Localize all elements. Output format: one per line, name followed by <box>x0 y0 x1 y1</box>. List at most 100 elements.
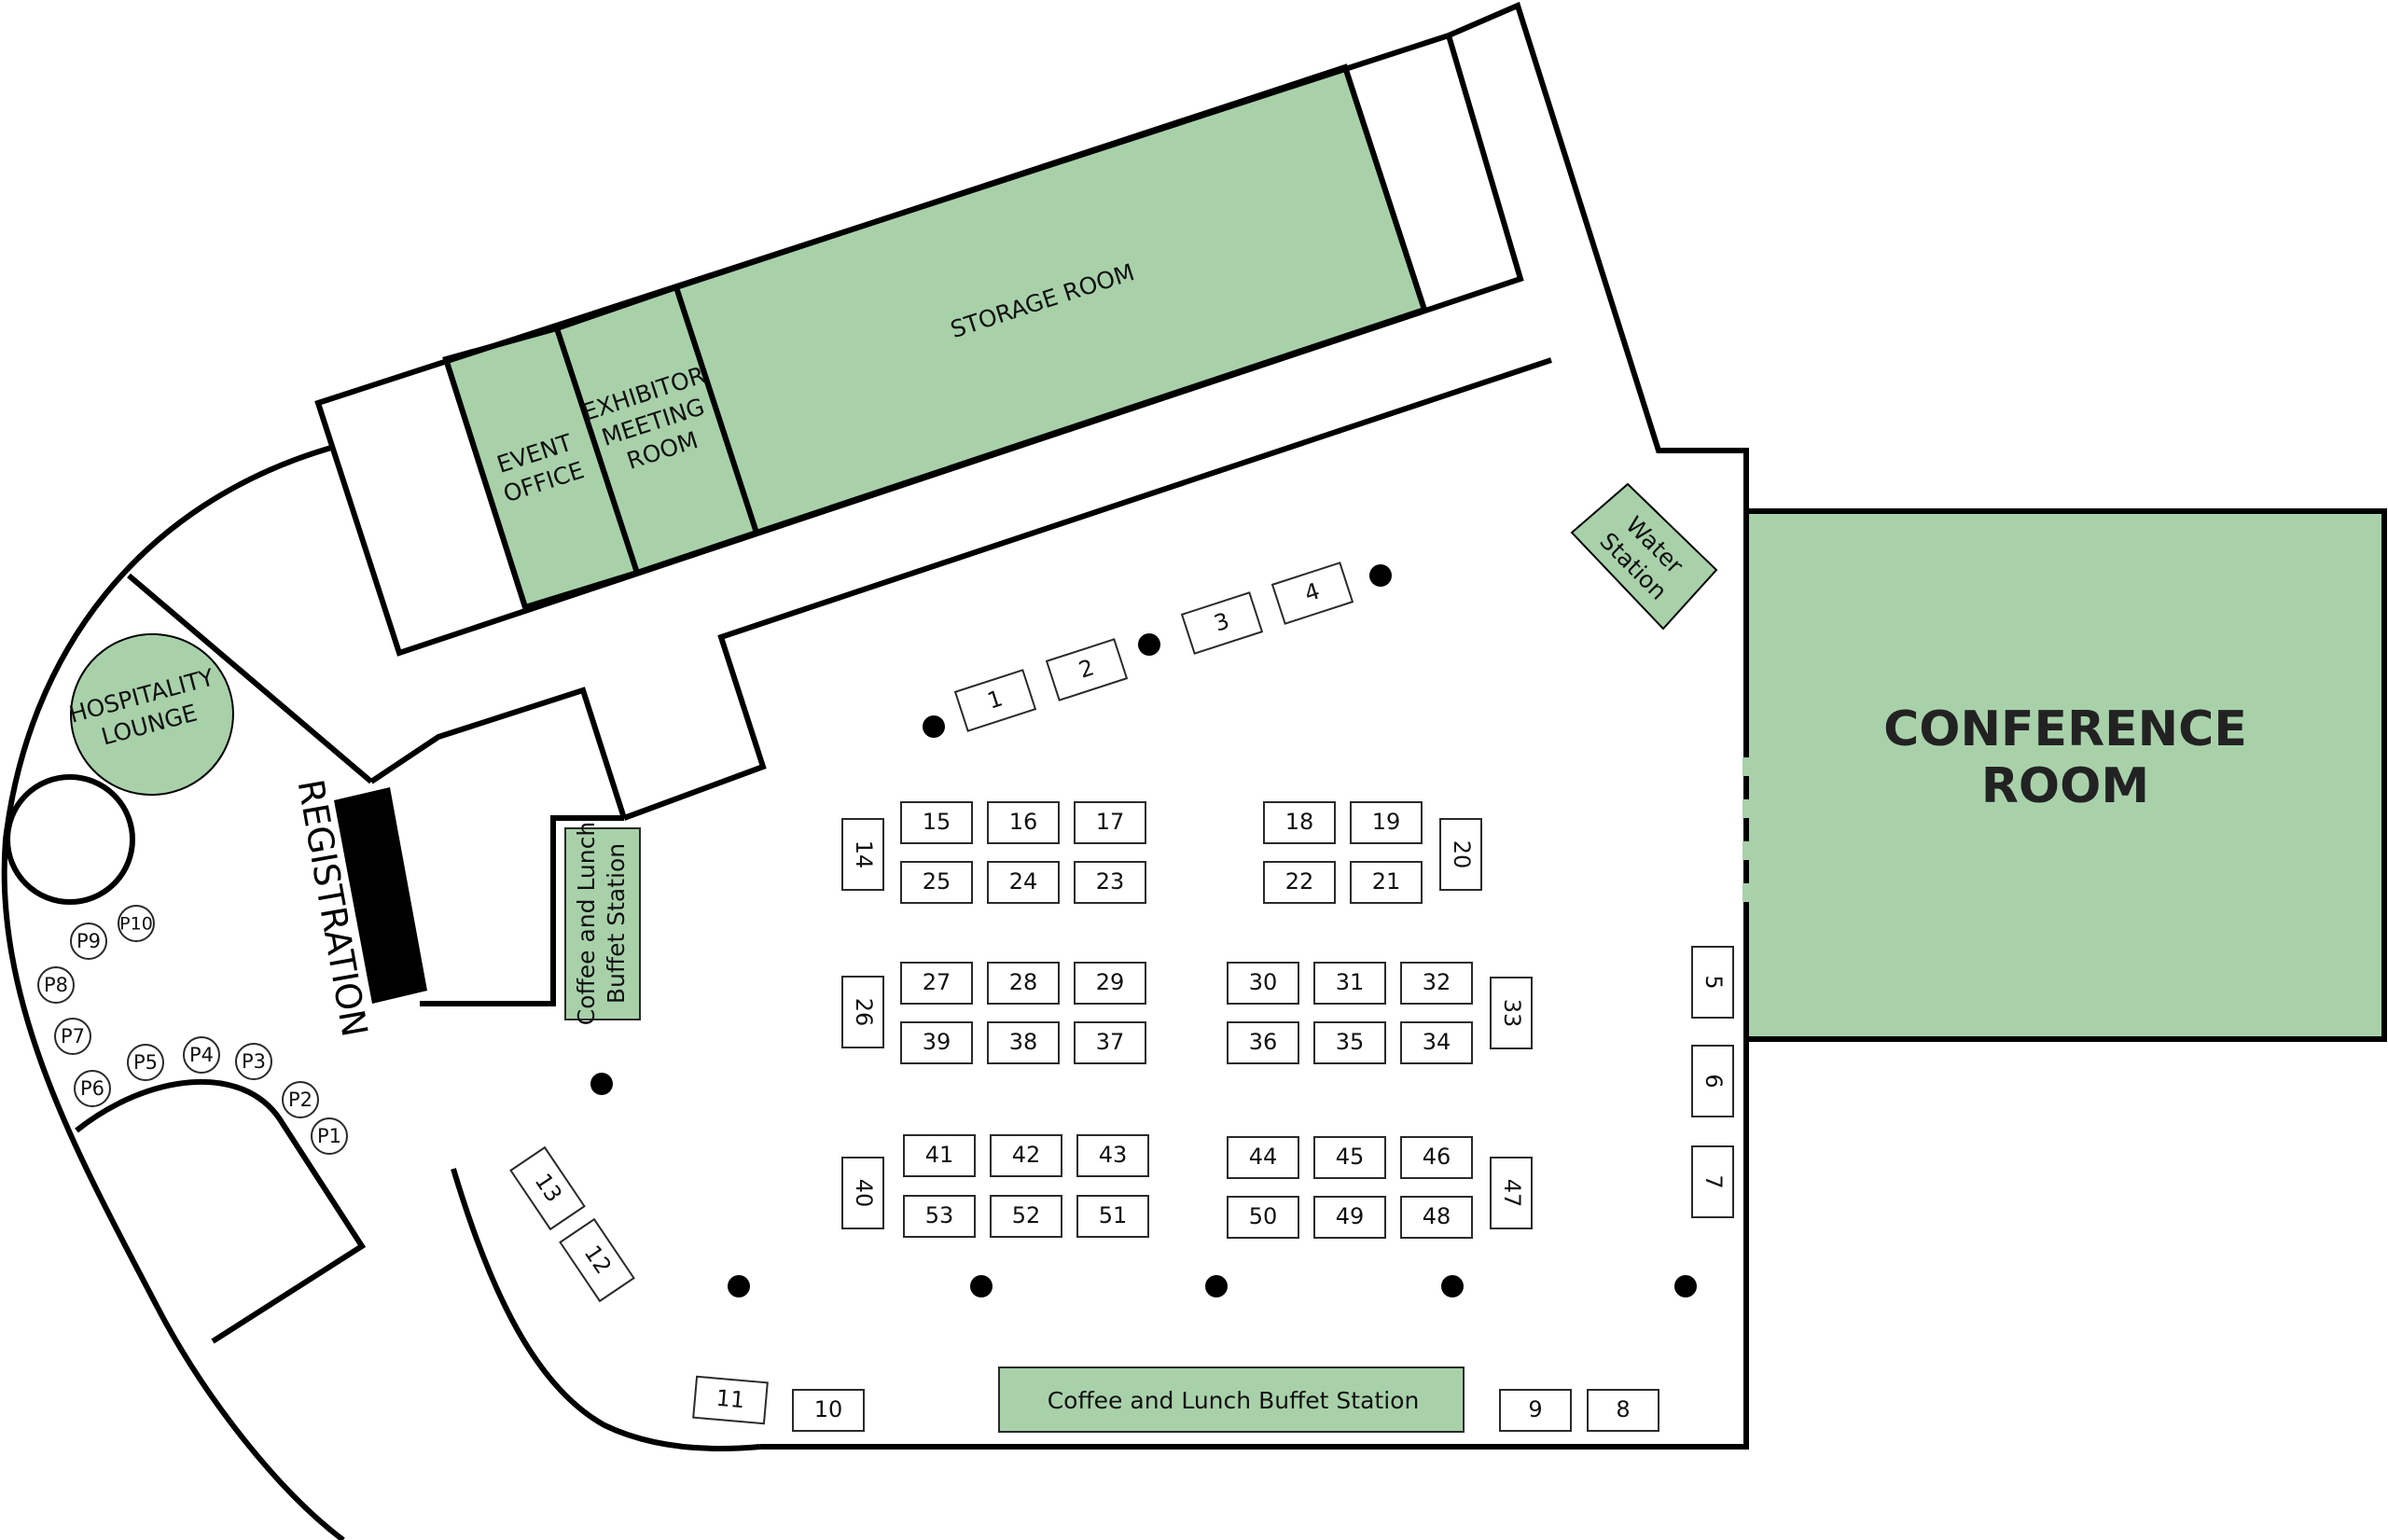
coffee-side-label-line2: Buffet Station <box>603 843 630 1004</box>
booth-32[interactable]: 32 <box>1400 962 1473 1005</box>
booth-11[interactable]: 11 <box>692 1375 769 1425</box>
booth-label: 47 <box>1499 1179 1525 1208</box>
booth-37[interactable]: 37 <box>1074 1021 1146 1064</box>
pod-p3[interactable]: P3 <box>235 1043 272 1080</box>
pillar <box>728 1275 750 1297</box>
coffee-buffet-station-bottom[interactable] <box>998 1367 1465 1433</box>
pod-p4[interactable]: P4 <box>183 1036 220 1074</box>
hospitality-lounge[interactable] <box>53 616 252 812</box>
booth-46[interactable]: 46 <box>1400 1136 1473 1179</box>
booth-label: 26 <box>851 998 877 1027</box>
booth-31[interactable]: 31 <box>1313 962 1386 1005</box>
booth-12[interactable]: 12 <box>559 1217 635 1303</box>
booth-29[interactable]: 29 <box>1074 962 1146 1005</box>
booth-10[interactable]: 10 <box>792 1389 865 1432</box>
booth-13[interactable]: 13 <box>509 1145 586 1231</box>
booth-39[interactable]: 39 <box>900 1021 973 1064</box>
pod-p6[interactable]: P6 <box>74 1070 111 1107</box>
booth-52[interactable]: 52 <box>990 1195 1062 1238</box>
pillar <box>1205 1275 1228 1297</box>
booth-24[interactable]: 24 <box>987 861 1060 904</box>
booth-38[interactable]: 38 <box>987 1021 1060 1064</box>
booth-48[interactable]: 48 <box>1400 1196 1473 1239</box>
booth-51[interactable]: 51 <box>1076 1195 1149 1238</box>
pod-p10[interactable]: P10 <box>118 905 155 942</box>
booth-21[interactable]: 21 <box>1350 861 1423 904</box>
booth-47[interactable]: 47 <box>1490 1157 1533 1229</box>
water-station[interactable] <box>1570 482 1718 631</box>
pod-p9[interactable]: P9 <box>70 923 107 960</box>
booth-20[interactable]: 20 <box>1439 818 1482 891</box>
booth-33[interactable]: 33 <box>1490 977 1533 1049</box>
pillar <box>970 1275 993 1297</box>
registration-desk[interactable] <box>334 787 427 1004</box>
booth-label: 9 <box>1528 1396 1542 1422</box>
booth-35[interactable]: 35 <box>1313 1021 1386 1064</box>
booth-41[interactable]: 41 <box>903 1134 976 1177</box>
booth-1[interactable]: 1 <box>953 669 1037 732</box>
booth-45[interactable]: 45 <box>1313 1136 1386 1179</box>
booth-label: 6 <box>1701 1074 1727 1088</box>
pod-label: P9 <box>76 930 101 952</box>
booth-19[interactable]: 19 <box>1350 801 1423 844</box>
booth-44[interactable]: 44 <box>1227 1136 1299 1179</box>
booth-16[interactable]: 16 <box>987 801 1060 844</box>
booth-label: 21 <box>1372 868 1401 895</box>
booth-26[interactable]: 26 <box>841 976 884 1048</box>
pod-p2[interactable]: P2 <box>282 1081 319 1118</box>
booth-25[interactable]: 25 <box>900 861 973 904</box>
pod-p8[interactable]: P8 <box>37 966 75 1004</box>
pod-label: P2 <box>288 1089 312 1111</box>
booth-label: 42 <box>1012 1142 1041 1168</box>
booth-43[interactable]: 43 <box>1076 1134 1149 1177</box>
booth-label: 20 <box>1449 840 1475 869</box>
pod-label: P10 <box>119 914 153 935</box>
booth-22[interactable]: 22 <box>1263 861 1336 904</box>
pod-label: P1 <box>317 1125 341 1147</box>
feature-circle <box>5 774 135 905</box>
booth-36[interactable]: 36 <box>1227 1021 1299 1064</box>
booth-label: 8 <box>1616 1396 1630 1422</box>
booth-3[interactable]: 3 <box>1180 591 1264 655</box>
lower-curved-wall <box>75 1078 367 1344</box>
booth-8[interactable]: 8 <box>1587 1389 1659 1432</box>
booth-label: 49 <box>1336 1203 1365 1229</box>
booth-label: 40 <box>851 1179 877 1208</box>
booth-18[interactable]: 18 <box>1263 801 1336 844</box>
booth-23[interactable]: 23 <box>1074 861 1146 904</box>
booth-34[interactable]: 34 <box>1400 1021 1473 1064</box>
pod-label: P5 <box>133 1051 158 1074</box>
booth-53[interactable]: 53 <box>903 1195 976 1238</box>
booth-6[interactable]: 6 <box>1691 1045 1734 1117</box>
booth-50[interactable]: 50 <box>1227 1196 1299 1239</box>
booth-17[interactable]: 17 <box>1074 801 1146 844</box>
coffee-bottom-label: Coffee and Lunch Buffet Station <box>1048 1387 1420 1414</box>
outer-curved-wall <box>1 445 345 1540</box>
booth-7[interactable]: 7 <box>1691 1145 1734 1218</box>
booth-5[interactable]: 5 <box>1691 946 1734 1019</box>
coffee-buffet-station-side[interactable] <box>564 827 641 1020</box>
pod-p5[interactable]: P5 <box>127 1044 164 1081</box>
booth-2[interactable]: 2 <box>1045 638 1129 701</box>
pod-p7[interactable]: P7 <box>54 1018 91 1055</box>
registration-back-wall <box>369 687 627 819</box>
booth-label: 33 <box>1499 999 1525 1028</box>
booth-40[interactable]: 40 <box>841 1157 884 1229</box>
corridor-wall <box>622 357 1552 821</box>
booth-label: 22 <box>1285 868 1314 895</box>
pod-label: P3 <box>242 1050 266 1073</box>
booth-4[interactable]: 4 <box>1270 562 1354 625</box>
booth-15[interactable]: 15 <box>900 801 973 844</box>
booth-9[interactable]: 9 <box>1499 1389 1572 1432</box>
conference-room[interactable] <box>1743 508 2387 1042</box>
booth-49[interactable]: 49 <box>1313 1196 1386 1239</box>
booth-label: 50 <box>1249 1203 1278 1229</box>
pod-p1[interactable]: P1 <box>311 1117 348 1155</box>
booth-28[interactable]: 28 <box>987 962 1060 1005</box>
booth-14[interactable]: 14 <box>841 818 884 891</box>
booth-label: 44 <box>1249 1144 1278 1170</box>
booth-30[interactable]: 30 <box>1227 962 1299 1005</box>
booth-27[interactable]: 27 <box>900 962 973 1005</box>
coffee-side-label-group: Coffee and Lunch Buffet Station <box>573 822 630 1025</box>
booth-42[interactable]: 42 <box>990 1134 1062 1177</box>
